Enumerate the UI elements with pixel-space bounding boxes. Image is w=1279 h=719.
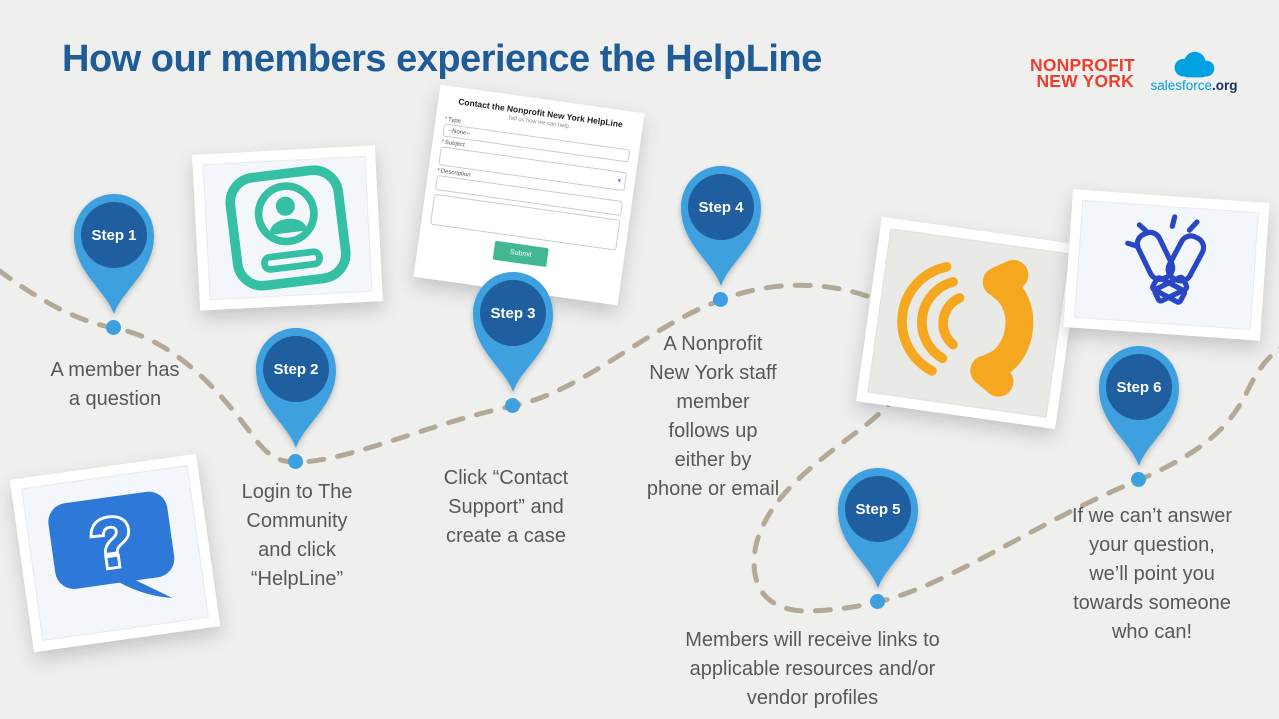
page-title: How our members experience the HelpLine [62, 38, 822, 80]
step-3-pin: Step 3 [465, 268, 561, 396]
claps-photo-card [1063, 189, 1270, 341]
step-6-description: If we can’t answer your question, we’ll … [1071, 505, 1233, 643]
step-5-path-dot [870, 594, 885, 609]
step-2-pin: Step 2 [248, 324, 344, 452]
salesforce-org-logo: salesforce.org [1148, 50, 1240, 92]
salesforce-cloud-icon [1174, 51, 1215, 78]
nonprofit-logo-line2: NEW YORK [1036, 71, 1134, 91]
step-4-pin: Step 4 [673, 162, 769, 290]
question-photo-card: ? [9, 453, 221, 653]
submit-button: Submit [492, 240, 549, 268]
step-5-pin: Step 5 [830, 464, 926, 592]
salesforce-logo-suffix: .org [1212, 78, 1238, 93]
question-speech-bubble-icon: ? [48, 491, 175, 598]
nonprofit-logo-line1: NONPROFIT [1030, 55, 1135, 75]
step-1-description: A member has a question [50, 359, 180, 410]
step-4-description: A Nonprofit New York staff member follow… [646, 333, 780, 500]
step-6-label: Step 6 [1116, 379, 1162, 396]
step-3-description: Click “Contact Support” and create a cas… [443, 467, 569, 547]
step-6-pin: Step 6 [1091, 342, 1187, 470]
step-5-label: Step 5 [855, 501, 901, 518]
ringing-phone-icon [896, 259, 1033, 397]
step-1-pin: Step 1 [66, 190, 162, 318]
step-4-label: Step 4 [698, 199, 744, 216]
step-4-path-dot [713, 292, 728, 307]
step-3-path-dot [505, 398, 520, 413]
phone-photo-card [856, 216, 1081, 430]
clapping-hands-icon [1124, 214, 1206, 305]
step-1-path-dot [106, 320, 121, 335]
step-2-description: Login to The Community and click “HelpLi… [241, 481, 353, 590]
nonprofit-new-york-logo: NONPROFIT NEW YORK [1030, 55, 1135, 91]
dropdown-caret-icon: ▾ [617, 178, 622, 185]
contact-card-icon [224, 165, 351, 291]
step-2-label: Step 2 [273, 361, 319, 378]
step-6-path-dot [1131, 472, 1146, 487]
step-5-description: Members will receive links to applicable… [685, 629, 940, 709]
salesforce-logo-text: salesforce [1150, 78, 1213, 93]
step-2-path-dot [288, 454, 303, 469]
step-1-label: Step 1 [91, 227, 137, 244]
contact-photo-card [192, 145, 383, 311]
step-3-label: Step 3 [490, 305, 536, 322]
